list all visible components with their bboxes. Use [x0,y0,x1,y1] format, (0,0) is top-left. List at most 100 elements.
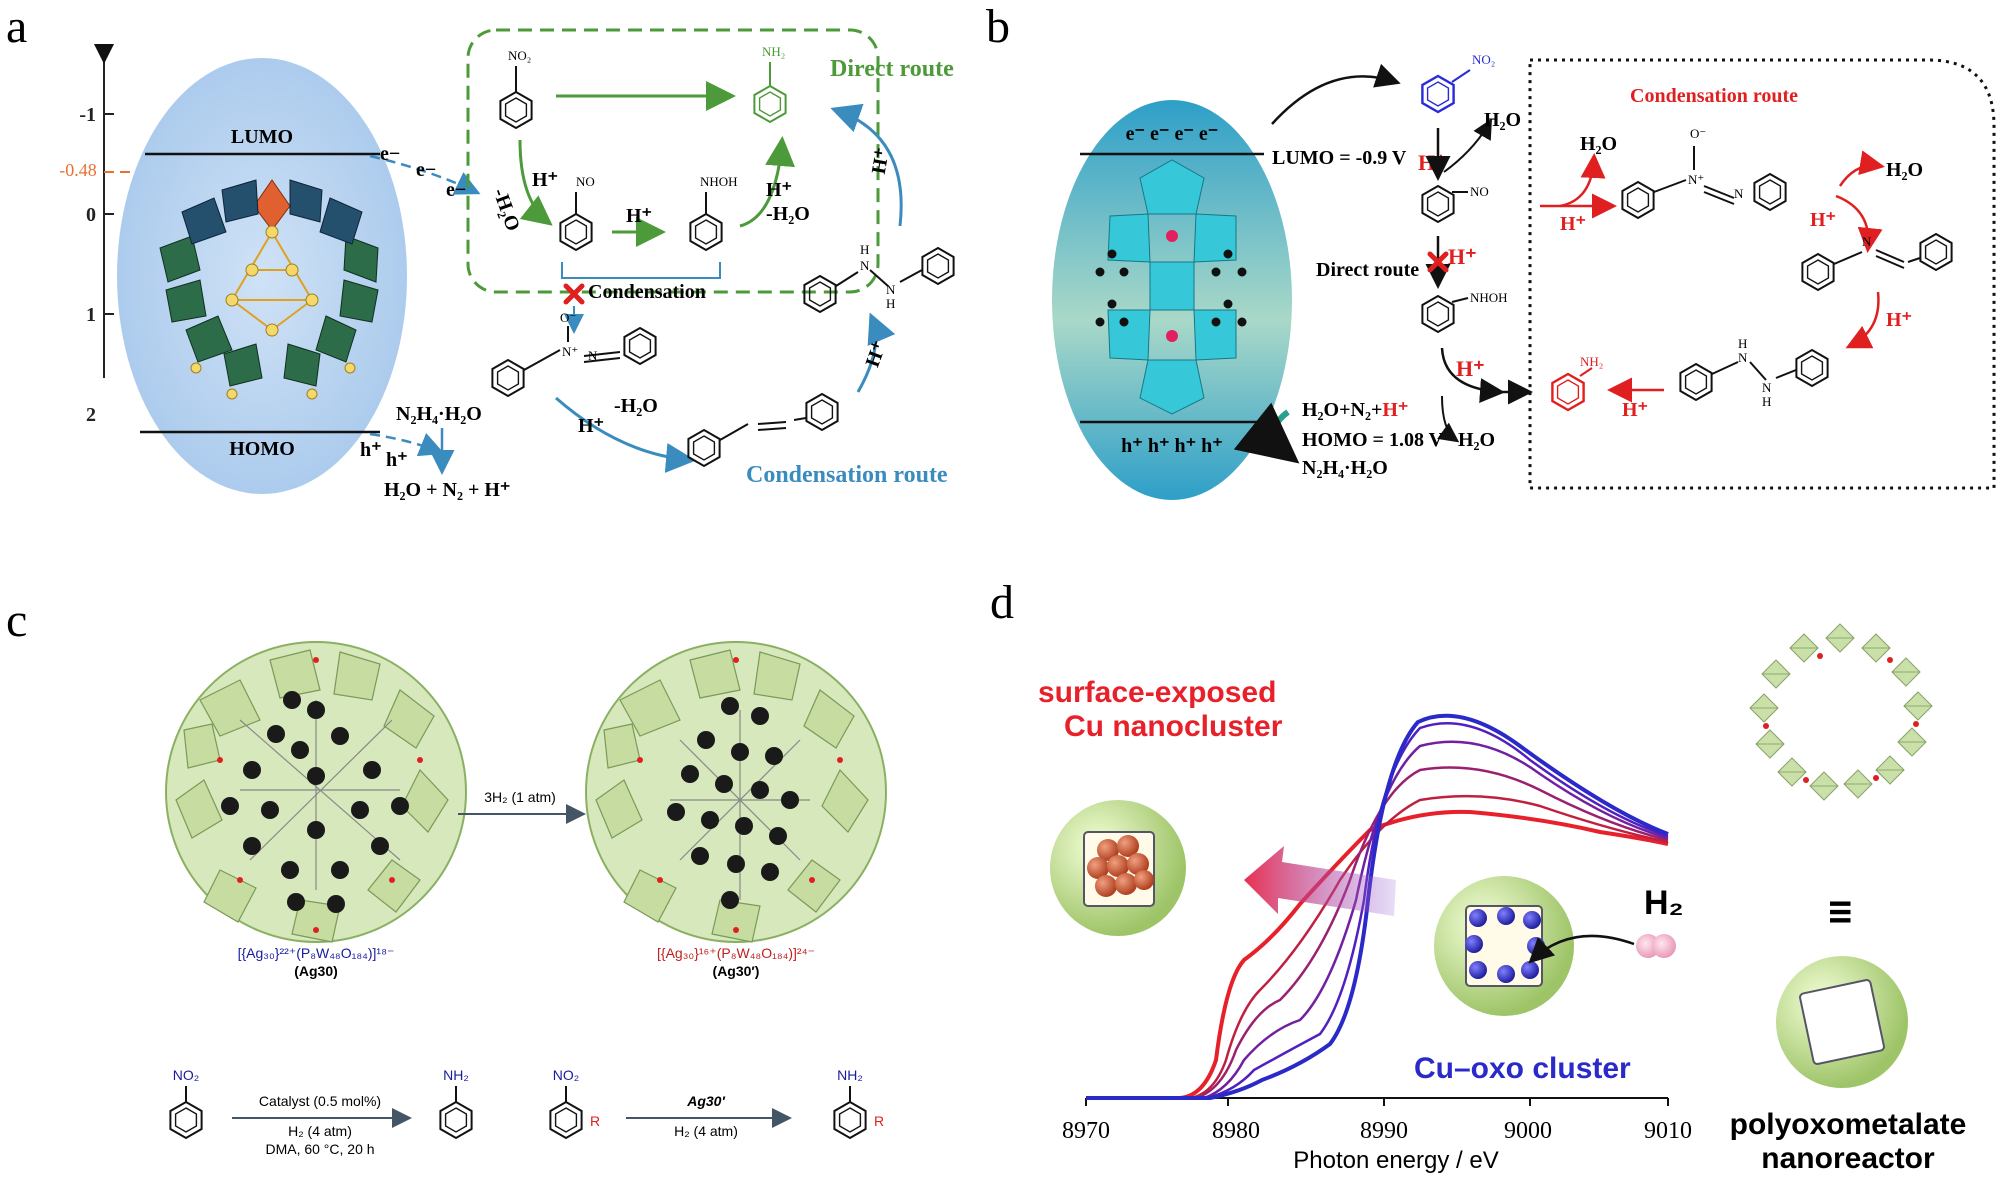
panel-b: b e⁻ e⁻ e⁻ e⁻ h⁺ h⁺ h⁺ h⁺ LUMO = -0.9 V … [986,0,1996,500]
h2-pressure-c1: H₂ (4 atm) [288,1123,352,1139]
reductant-label-b: N₂H₄·H₂O [1302,457,1388,479]
name-ag30-prime: (Ag30′) [713,963,760,979]
proton-label-b1: H⁺ [1418,150,1447,175]
n-label-b2: N [1862,234,1872,249]
spectrum-oxidized [1086,713,1669,1100]
hydrogenation-label: 3H₂ (1 atm) [484,789,556,805]
proton-label-a3: H⁺ [766,179,792,201]
proton-label-a5: H⁺ [861,338,891,370]
proton-label-a2: H⁺ [626,205,652,227]
azobenzene-b [1801,233,1953,291]
nitrosobenzene-b [1421,185,1455,223]
aniline-c1 [439,1101,473,1139]
oxidation-products-b-proton: H⁺ [1382,399,1408,421]
ag30-prime-structure [585,641,887,943]
o-minus-label-b: O⁻ [1690,126,1706,141]
proton-label-b3: H⁺ [1456,356,1485,381]
proton-label-b4: H⁺ [1560,213,1586,235]
tick-label-1: 1 [86,304,96,326]
proton-label-a1: H⁺ [532,169,558,191]
hydrazine-loop-arrow [1233,402,1300,464]
surface-exposed-title-1: surface-exposed [1038,676,1276,709]
nh2-label-a: NH₂ [762,44,785,59]
direct-route-label-b: Direct route [1316,259,1419,281]
water-loss-a3: -H₂O [614,395,658,417]
holes-b: h⁺ h⁺ h⁺ h⁺ [1121,435,1223,457]
n-label-a: N [588,348,598,363]
nitrobenzene-a [499,91,533,129]
nhoh-label-a: NHOH [700,174,738,189]
condensation-route-label-b: Condensation route [1630,85,1798,107]
oxidation-products-b: H₂O+N₂+H⁺ [1302,399,1408,421]
pom-ring-d [1749,623,1933,801]
nh-label-a2: N [886,282,896,297]
polyoxometalate-ellipse-a [117,58,407,494]
no-label-b: NO [1470,184,1489,199]
spectra [1086,713,1669,1100]
azoxy-to-azo-arrow-b [1835,194,1883,253]
electron-label-3: e− [446,179,466,201]
nitrobenzene-c1 [169,1101,203,1139]
tick-label-0: 0 [86,204,96,226]
pom-cluster-a [159,179,379,400]
panel-letter-b: b [986,0,1010,53]
bond [1579,367,1593,377]
hole-transfer-arrow [369,432,445,457]
nanoreactor-label-1: polyoxometalate [1730,1108,1967,1141]
name-ag30: (Ag30) [294,963,338,979]
azoxy-to-azo-arrow [555,396,696,473]
panel-letter-c: c [6,594,27,647]
hole-label-1: h⁺ [360,439,382,461]
x-tick-9010: 9010 [1644,1118,1692,1144]
r-label-c3: R [874,1113,884,1129]
lumo-to-nitro-arrow [1271,63,1401,125]
spectrum-2 [1086,740,1669,1100]
n-plus-label-b: N⁺ [1688,172,1704,187]
n-label-b3: N [1738,350,1748,365]
electron-transfer-arrow [369,154,481,195]
water-b4: H₂O [1886,159,1923,181]
h-label-b1: H [1738,336,1747,351]
no2-label-c1: NO₂ [173,1067,199,1083]
oxidation-products-a: H₂O + N₂ + H⁺ [384,479,510,501]
conditions-label: DMA, 60 °C, 20 h [265,1141,374,1157]
no-label-a: NO [576,174,595,189]
cu-oxo-label: Cu–oxo cluster [1414,1052,1631,1085]
hydrazobenzene-b [1679,349,1829,401]
water-out-arrow-b4 [1838,150,1885,187]
lumo-marker: -0.48 [59,160,97,180]
x-ticks [1085,1098,1669,1106]
surface-exposed-title-2: Cu nanocluster [1064,710,1283,743]
ferrocene-ligands-b [1095,249,1247,327]
xanes-plot: 8970 8980 8990 9000 9010 Photon energy /… [1062,713,1692,1174]
n-label-b4: N [1762,380,1772,395]
o-minus-label-a: O⁻ [560,310,576,325]
azo-to-hydrazo-arrow-b [1845,291,1880,349]
water-b3: H₂O [1580,133,1617,155]
nitrobenzene-b [1421,74,1455,114]
electrons-b: e⁻ e⁻ e⁻ e⁻ [1126,123,1219,145]
water-b1: H₂O [1484,109,1521,131]
pom-cluster-b [1107,159,1237,415]
azoxybenzene-b [1621,146,1787,219]
panel-letter-a: a [6,0,27,53]
azoxybenzene-a [491,326,657,397]
nanoreactor-label-2: nanoreactor [1761,1142,1935,1175]
h-label-b2: H [1762,394,1771,409]
aniline-c2 [833,1101,867,1139]
azobenzene-a [687,393,839,467]
arrow-nhoh-to-nh2 [739,136,796,228]
h-label-a2: H [886,296,895,311]
ag30-structure [165,641,467,943]
blocked-x-icon-b [1427,251,1449,273]
proton-label-b6: H⁺ [1886,309,1912,331]
electron-label-1: e− [380,143,400,165]
axis-ticks: -1 0 1 2 [79,104,114,426]
reductant-label-a: N₂H₄·H₂O [396,403,482,425]
formula-ag30: [{Ag₃₀}²²⁺(P₈W₄₈O₁₈₄)]¹⁸⁻ [238,945,395,961]
panel-d: d surface-exposed Cu nanocluster 8970 89… [990,576,1966,1175]
x-tick-9000: 9000 [1504,1118,1552,1144]
phenylhydroxylamine-b [1421,295,1455,333]
spectrum-reduced [1086,809,1669,1100]
water-b2: H₂O [1458,429,1495,451]
